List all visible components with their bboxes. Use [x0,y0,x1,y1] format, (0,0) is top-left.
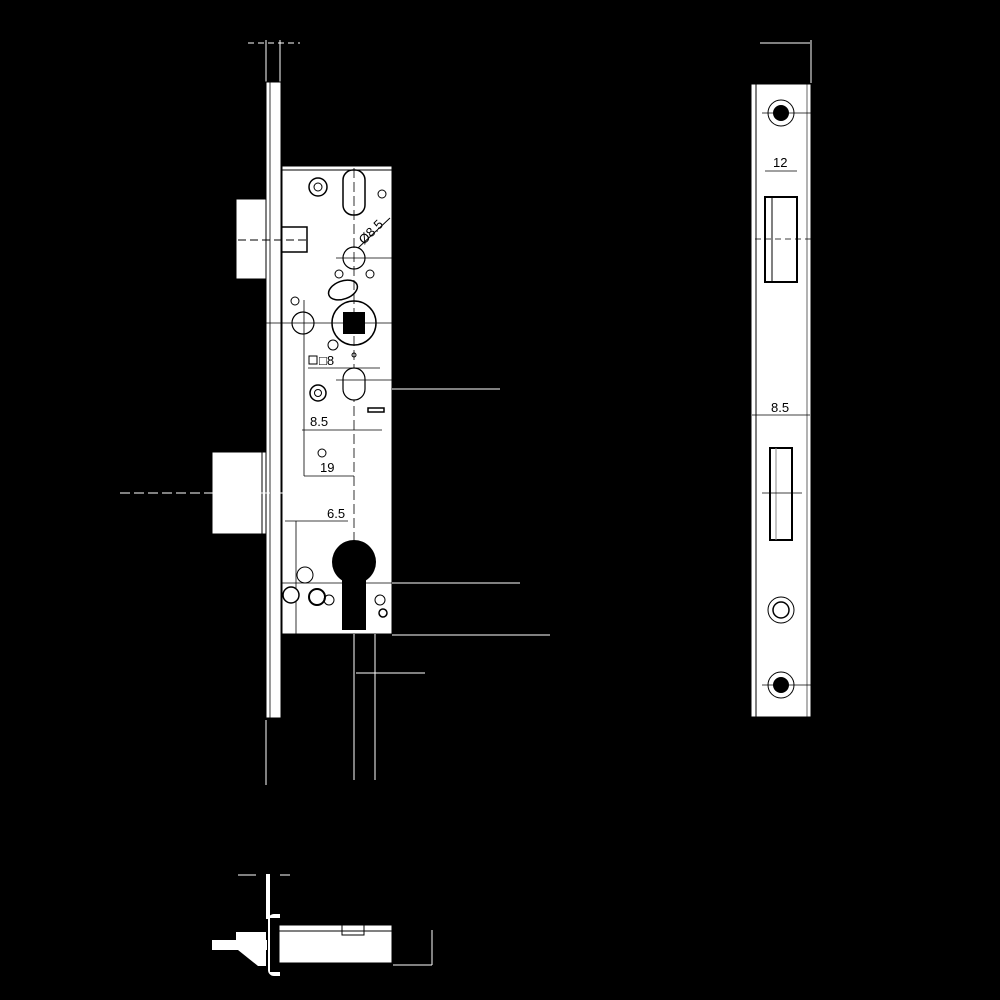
square-spindle-icon [343,312,365,334]
latch-bolt [235,198,267,280]
bolt-opening [769,447,793,541]
spindle-hub [331,300,377,346]
backset-dim: 19 [320,460,334,475]
latch-opening [764,196,798,283]
faceplate-strip [265,81,282,719]
cylinder-offset-dim: 6.5 [327,506,345,521]
screw-icon [308,177,328,197]
square-spindle-dim: □8 [319,353,334,368]
front-view: Ø8.5 □8 8.5 19 6.5 [120,40,550,785]
faceplate-view: 12 8.5 [750,40,812,718]
cylinder-keyhole [332,540,376,584]
latch-width-dim: 12 [773,155,787,170]
screw-icon [309,384,327,402]
screw-icon [282,586,300,604]
bolt-width-dim: 8.5 [771,400,789,415]
faceplate [750,83,812,718]
cylinder-hole [767,596,795,624]
slot [342,367,366,401]
section-view [212,874,433,976]
slot-width-dim: 8.5 [310,414,328,429]
